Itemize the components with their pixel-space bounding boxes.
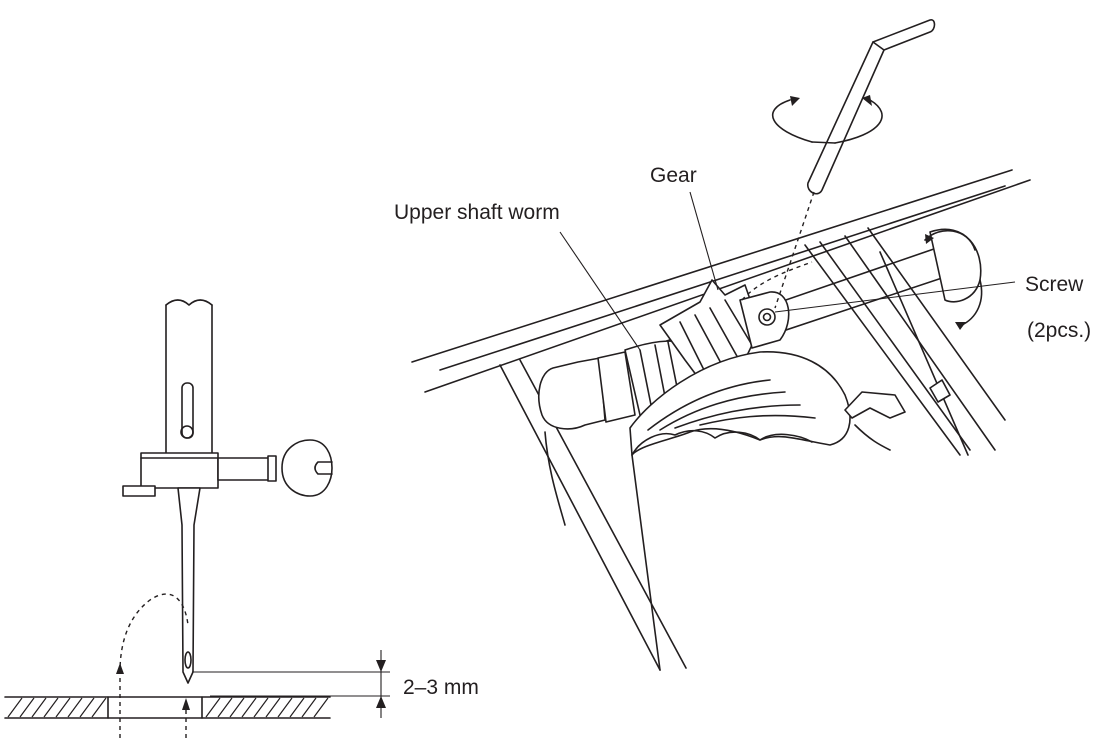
- clamp-screw-shank: [217, 457, 274, 481]
- needle-bar: [165, 304, 213, 456]
- hatch-line: [31, 697, 47, 718]
- needle-plate: [4, 696, 331, 719]
- machine-arm: [411, 19, 1031, 671]
- clamp-screw-head: [281, 439, 333, 497]
- gear-leader: [689, 191, 719, 291]
- worm-wheel: [629, 351, 851, 456]
- hatch-line: [55, 697, 71, 718]
- screw-leader: [774, 281, 1016, 313]
- arm-top-edge: [411, 169, 1013, 363]
- shaft-bushing: [538, 357, 606, 430]
- needle-bar-pin: [180, 425, 194, 439]
- hatch-line: [241, 697, 257, 718]
- screw-label: Screw: [1025, 273, 1084, 296]
- rotation-arrow-right: [834, 99, 883, 144]
- set-screw: [758, 308, 776, 326]
- hex-wrench: [807, 19, 936, 195]
- hatch-line: [7, 697, 23, 718]
- hatch-line: [67, 697, 83, 718]
- needle-assembly: [4, 299, 390, 738]
- hatch-line: [19, 697, 35, 718]
- hatch-line: [217, 697, 233, 718]
- hatch-line: [265, 697, 281, 718]
- hook-path-arc: [119, 593, 189, 738]
- gap-dimension-label: 2–3 mm: [403, 676, 479, 699]
- hatch-line: [205, 697, 221, 718]
- shaft-end-collar: [929, 228, 982, 303]
- needle-bar-slot: [181, 382, 194, 439]
- arm-upper-edge: [424, 179, 1031, 393]
- hatch-line: [289, 697, 305, 718]
- needle-plate-hatch: [7, 697, 329, 718]
- right-wall: [804, 227, 1006, 456]
- upper-shaft-worm-label: Upper shaft worm: [394, 201, 560, 224]
- hatch-line: [91, 697, 107, 718]
- rise-arrow: [182, 698, 190, 710]
- hatch-line: [253, 697, 269, 718]
- dimension-extension-lines: [192, 671, 390, 697]
- hatch-line: [229, 697, 245, 718]
- hatch-line: [79, 697, 95, 718]
- worm-leader: [559, 231, 641, 351]
- hatch-line: [277, 697, 293, 718]
- hatch-line: [313, 697, 329, 718]
- hatch-line: [301, 697, 317, 718]
- needle: [177, 487, 201, 684]
- gear-label: Gear: [650, 164, 697, 187]
- hatch-line: [43, 697, 59, 718]
- bracket: [844, 391, 906, 419]
- screw-quantity-label: (2pcs.): [1027, 319, 1092, 342]
- needle-eye: [184, 651, 192, 669]
- thread-guide: [122, 485, 156, 497]
- needle-bar-top: [165, 299, 213, 306]
- rotation-arrow-left: [771, 99, 813, 143]
